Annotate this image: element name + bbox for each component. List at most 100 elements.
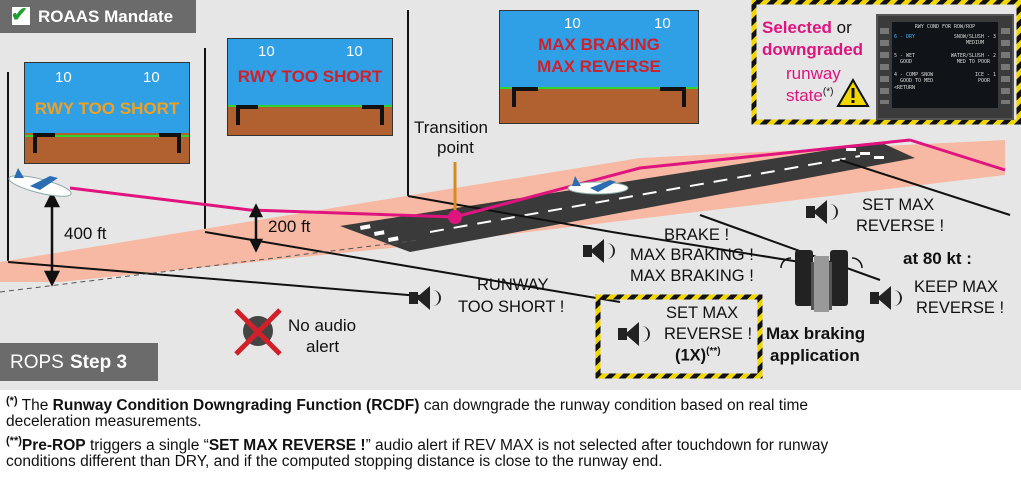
footnote-2: (**)Pre-ROP triggers a single “SET MAX R… [6, 432, 828, 455]
altitude-200-arrow [248, 203, 264, 253]
mcdu-row-2-left2: GOOD [900, 58, 913, 65]
mcdu-row-2-right2: MED TO POOR [956, 58, 990, 65]
pfd2-right-num: 10 [346, 43, 363, 60]
transition-label-1: Transition [414, 118, 489, 137]
pfd1-right-num: 10 [143, 69, 160, 86]
mcdu-title: RWY COND FOR ROW/ROP [914, 24, 976, 30]
state-state-word: state [786, 86, 823, 105]
pfd1-left-num: 10 [55, 69, 72, 86]
footnote-1-bold: Runway Condition Downgrading Function (R… [52, 397, 420, 415]
aircraft-rollout [567, 176, 629, 195]
footnote-1-post: can downgrade the runway condition based… [419, 397, 809, 415]
footnote-1: (*) The Runway Condition Downgrading Fun… [6, 392, 808, 415]
alert-brake-1: BRAKE ! [664, 226, 730, 244]
step-strong: Step 3 [70, 352, 128, 373]
pfd1-wing-right [159, 133, 181, 153]
mcdu-row-1-right2: MEDIUM [965, 39, 984, 46]
footnote-1-marker: (*) [6, 395, 18, 407]
altitude-200-label: 200 ft [268, 217, 311, 236]
speaker-icon [870, 284, 902, 312]
transition-label-2: point [437, 138, 474, 157]
braking-label-2: application [770, 346, 860, 365]
mcdu-return: <RETURN [894, 84, 916, 91]
speaker-icon [806, 198, 838, 226]
mcdu-row-1: 6 - DRY SNOW/SLUSH - 3 MEDIUM [892, 34, 998, 47]
pfd1-wing-left [33, 133, 55, 153]
alert-setrev-once-3: (1X)(**) [675, 346, 721, 366]
pfd2-left-num: 10 [258, 43, 275, 60]
pfd3-horizon [500, 87, 698, 89]
no-audio-line1: No audio [288, 316, 357, 335]
footnote-2-mid: triggers a single “ [85, 437, 209, 455]
alert-too-short-2: TOO SHORT ! [458, 298, 565, 316]
alert-brake-3: MAX BRAKING ! [630, 267, 754, 285]
step-badge: ROPS Step 3 [0, 343, 158, 381]
mcdu-row-3: 4 - COMP SNOW GOOD TO MED ICE - 1 POOR [892, 72, 998, 85]
mcdu-row-1-right: SNOW/SLUSH - 3 [953, 33, 996, 40]
pfd1-horizon [25, 135, 189, 137]
footnote-2-alert: SET MAX REVERSE ! [208, 437, 366, 455]
aircraft-approach [8, 168, 72, 197]
footnote-1-line2: deceleration measurements. [6, 413, 202, 430]
runway-centerline [429, 155, 861, 233]
alert-keep-2: REVERSE ! [916, 299, 1005, 317]
mcdu-row-1-left: 6 - DRY [894, 33, 916, 40]
step-label: ROPS [10, 352, 64, 373]
runway-threshold-marks [360, 148, 884, 242]
speaker-icon [409, 284, 441, 312]
state-leader [909, 138, 1006, 172]
no-audio-line2: alert [306, 337, 340, 356]
pfd2-wing-left [236, 105, 258, 125]
header-title: ROAAS Mandate [38, 7, 174, 26]
alert-too-short-1: RUNWAY [477, 276, 549, 294]
mcdu-row-2: 5 - WET GOOD WATER/SLUSH - 2 MED TO POOR [892, 53, 998, 66]
alert-once-count: (1X) [675, 346, 707, 365]
pfd3-left-num: 10 [564, 15, 581, 32]
speaker-icon [583, 237, 615, 265]
pfd3-right-num: 10 [654, 15, 671, 32]
pfd-display-2: 10 10 RWY TOO SHORT [227, 38, 393, 136]
wheel-brake-icon [795, 250, 848, 312]
glide-dashed-line [0, 239, 421, 293]
alert-brake-2: MAX BRAKING ! [630, 246, 754, 264]
state-selected-word: Selected [762, 18, 832, 37]
pfd-display-1: 10 10 RWY TOO SHORT [24, 62, 190, 164]
alert-keep-1: KEEP MAX [914, 278, 999, 296]
state-downgraded: downgraded [762, 40, 864, 59]
mcdu-screen: RWY COND FOR ROW/ROP 6 - DRY SNOW/SLUSH … [892, 22, 998, 108]
transition-point [448, 210, 462, 224]
runway-state-frame [751, 0, 1021, 125]
pfd3-message-2: MAX REVERSE [537, 57, 661, 76]
altitude-400-arrow [43, 191, 61, 287]
alert-setrev-top-1: SET MAX [862, 196, 935, 214]
rotation-arrow-left [780, 257, 792, 269]
mcdu-row-3-right2: POOR [977, 77, 990, 84]
ground-lines [7, 159, 1011, 303]
pfd2-horizon [228, 105, 392, 107]
alert-setrev-once-1: SET MAX [666, 304, 739, 322]
altitude-400-label: 400 ft [64, 224, 107, 243]
mcdu-row-3-left2: GOOD TO MED [900, 77, 934, 84]
footnote-2-marker: (**) [6, 435, 22, 447]
alert-setrev-top-2: REVERSE ! [856, 217, 945, 235]
footnote-2-post: ” audio alert if REV MAX is not selected… [365, 437, 829, 455]
mcdu-row-3-right: ICE - 1 [974, 71, 996, 78]
pfd2-wing-right [362, 105, 384, 125]
state-selected: Selected or [762, 18, 852, 38]
muted-speaker-icon [234, 308, 282, 356]
state-or-word: or [836, 18, 852, 37]
footnote-2-bold: Pre-ROP [21, 437, 86, 455]
mcdu-panel: RWY COND FOR ROW/ROP 6 - DRY SNOW/SLUSH … [876, 14, 1014, 120]
speaker-icon [618, 320, 650, 348]
pfd-display-3: 10 10 MAX BRAKING MAX REVERSE [499, 10, 699, 124]
mcdu-lsk-left [880, 28, 889, 104]
pre-rop-frame [595, 294, 763, 379]
pfd3-wing-left [512, 87, 538, 107]
mcdu-row-3-left: 4 - COMP SNOW [894, 71, 934, 78]
checkbox-checked-icon [12, 7, 30, 25]
check-mark: ✔ [11, 4, 28, 26]
state-runway: runway [786, 64, 841, 83]
pfd1-message: RWY TOO SHORT [34, 99, 180, 118]
mcdu-row-2-right: WATER/SLUSH - 2 [950, 52, 996, 59]
alert-once-marker: (**) [706, 346, 721, 357]
